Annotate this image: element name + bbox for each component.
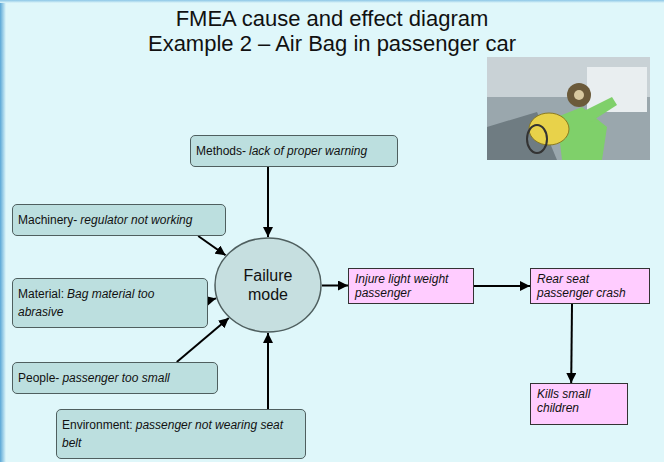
dummy-face xyxy=(574,90,584,100)
photo-ground xyxy=(487,57,650,160)
failure-mode-ellipse: Failure mode xyxy=(214,237,322,333)
node-heading: Kills small children xyxy=(537,387,590,415)
arrow-connector xyxy=(322,284,348,286)
arrow-connector xyxy=(198,236,225,255)
cause-box: Material:Bag material too abrasive xyxy=(12,278,208,328)
cause-box: Machinery-regulator not working xyxy=(12,204,226,236)
cause-box: Methods-lack of proper warning xyxy=(190,135,398,167)
steering-wheel xyxy=(527,125,547,153)
airbag xyxy=(529,113,569,145)
top-stripe xyxy=(0,0,664,3)
arrow-connector xyxy=(267,333,269,409)
node-heading: Environment: xyxy=(62,418,133,432)
ellipse-shape xyxy=(215,238,321,332)
node-heading: People- xyxy=(18,371,59,385)
node-heading: Methods- xyxy=(196,144,246,158)
slide-subtitle: Example 2 – Air Bag in passenger car xyxy=(0,31,664,56)
effect-box: Injure light weight passenger xyxy=(348,268,474,304)
ellipse-outline xyxy=(214,237,322,333)
effect-box: Kills small children xyxy=(530,383,628,425)
dummy-head xyxy=(567,83,591,107)
arrow-connector xyxy=(208,298,216,300)
node-body: regulator not working xyxy=(80,213,192,227)
arrow-connector xyxy=(267,167,269,237)
node-heading: Machinery- xyxy=(18,213,77,227)
node-body: passenger too small xyxy=(62,371,169,385)
node-heading: Material: xyxy=(18,287,64,301)
cause-box: Environment:passenger not wearing seat b… xyxy=(56,409,306,459)
crash-test-photo xyxy=(487,57,650,160)
node-heading: Rear seat passenger crash xyxy=(537,272,626,300)
arrow-connector xyxy=(474,285,530,287)
node-heading: Injure light weight passenger xyxy=(355,272,448,300)
cause-box: People-passenger too small xyxy=(12,362,218,394)
effect-box: Rear seat passenger crash xyxy=(530,268,650,304)
node-heading: Failure mode xyxy=(231,266,305,304)
node-body: lack of proper warning xyxy=(249,144,367,158)
slide-title: FMEA cause and effect diagram xyxy=(0,6,664,31)
side-stripe xyxy=(0,0,6,462)
arrow-connector xyxy=(570,304,573,383)
